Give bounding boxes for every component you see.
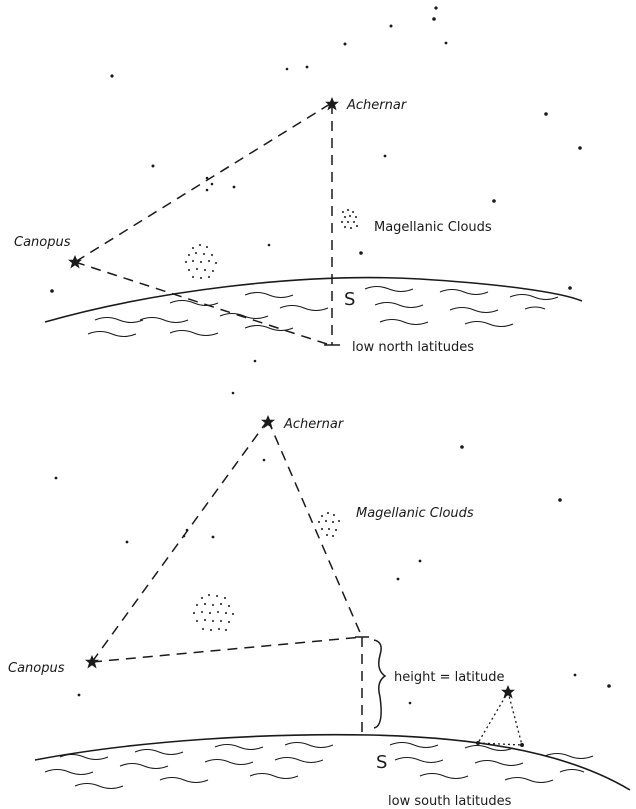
ground-strokes-bottom bbox=[45, 743, 593, 789]
large-magellanic-cloud-top bbox=[185, 244, 217, 279]
line-achernar-canopus-top bbox=[75, 104, 330, 262]
height-brace bbox=[374, 640, 385, 728]
asterism-lines-top bbox=[75, 104, 332, 345]
line-canopus-south-top bbox=[75, 262, 330, 345]
magellanic-clouds-label-bottom: Magellanic Clouds bbox=[356, 506, 474, 521]
dotted-triangle-asterism bbox=[478, 692, 522, 745]
canopus-star-top bbox=[68, 255, 82, 269]
asterism-lines-bottom bbox=[92, 420, 362, 735]
top-panel: Achernar Canopus Magellanic Clouds S low… bbox=[14, 6, 582, 362]
large-magellanic-cloud-bottom bbox=[193, 594, 234, 631]
background-stars-top bbox=[50, 6, 582, 362]
line-canopus-east-bottom bbox=[92, 637, 362, 662]
caption-top: low north latitudes bbox=[352, 340, 474, 355]
line-achernar-south-bottom bbox=[268, 420, 362, 637]
height-latitude-label: height = latitude bbox=[394, 670, 504, 685]
south-marker-bottom: S bbox=[376, 752, 387, 773]
magellanic-clouds-label-top: Magellanic Clouds bbox=[374, 220, 492, 235]
canopus-label-top: Canopus bbox=[14, 235, 71, 250]
achernar-label-bottom: Achernar bbox=[283, 417, 345, 432]
ground-strokes-top bbox=[88, 287, 558, 337]
small-magellanic-cloud-top bbox=[341, 209, 358, 229]
line-achernar-canopus-bottom bbox=[92, 420, 268, 662]
background-stars-bottom bbox=[55, 392, 611, 705]
horizon-top bbox=[45, 278, 582, 322]
achernar-label-top: Achernar bbox=[346, 98, 408, 113]
bottom-panel: Achernar Canopus Magellanic Clouds heigh… bbox=[8, 392, 630, 809]
horizon-bottom bbox=[35, 735, 630, 790]
canopus-label-bottom: Canopus bbox=[8, 661, 65, 676]
triangle-right-star bbox=[520, 743, 524, 747]
south-marker-top: S bbox=[344, 289, 355, 310]
caption-bottom: low south latitudes bbox=[388, 794, 512, 809]
small-magellanic-cloud-bottom bbox=[318, 512, 340, 537]
triangle-top-star bbox=[501, 685, 515, 699]
